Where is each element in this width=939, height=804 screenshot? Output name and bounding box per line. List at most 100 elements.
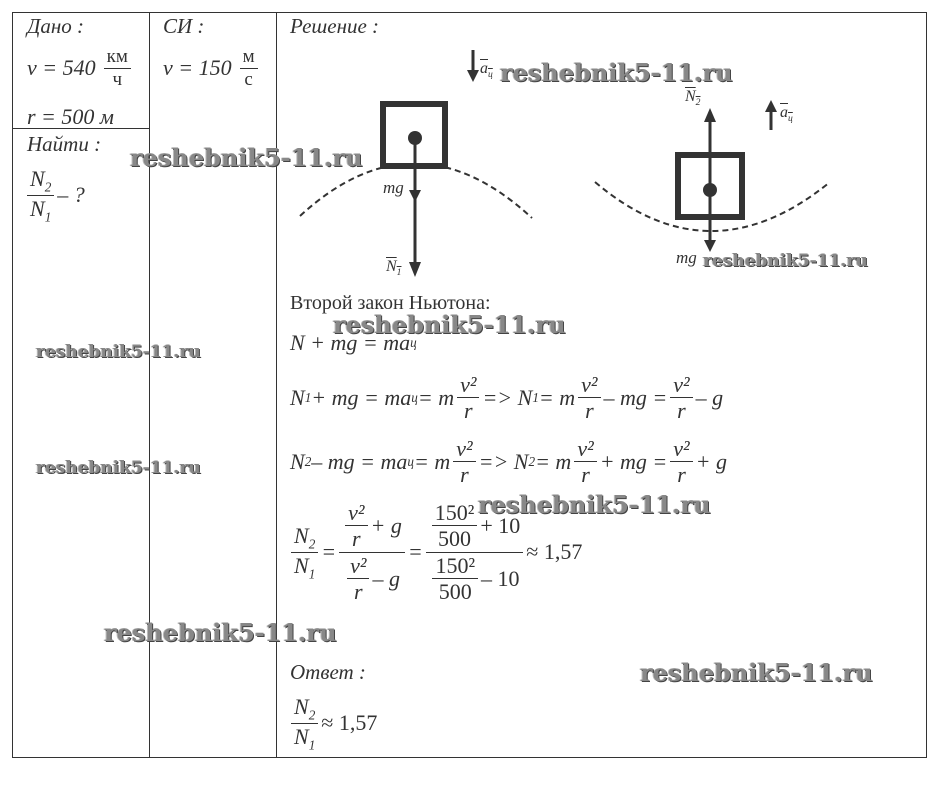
si-title: СИ : — [163, 14, 205, 38]
eq-text: – 10 — [481, 565, 520, 591]
num: v² — [670, 372, 693, 399]
watermark: reshebnik5-11.ru — [104, 618, 337, 647]
num: 150² — [431, 500, 478, 527]
eq-text: + g — [695, 448, 728, 474]
n-symbol: N — [294, 523, 309, 549]
num: v² — [453, 436, 476, 463]
sub: 1 — [308, 736, 316, 752]
find-title: Найти : — [27, 132, 102, 156]
num: v² — [347, 553, 370, 579]
given-title: Дано : — [27, 14, 85, 38]
table-border-bottom — [12, 757, 927, 758]
unit-den: ч — [112, 68, 123, 90]
num: v² — [670, 436, 693, 463]
accel-label-right: aц — [780, 104, 793, 124]
sub: ц — [488, 69, 493, 81]
n2-label: N2 — [685, 88, 700, 108]
result: ≈ 1,57 — [526, 539, 583, 565]
num: v² — [457, 372, 480, 399]
den: r — [353, 578, 363, 604]
num: N2 — [291, 523, 319, 553]
den: N1 — [291, 553, 318, 582]
eq-text: => N — [478, 448, 529, 474]
n-symbol: N — [685, 88, 696, 105]
eq-text: = m — [535, 448, 572, 474]
eq-text: – mg = ma — [311, 448, 408, 474]
n1-label: N1 — [386, 258, 401, 278]
sub: 1 — [308, 565, 316, 581]
eq-text: + mg = ma — [311, 384, 412, 410]
ratio-den: N1 — [27, 196, 54, 225]
watermark: reshebnik5-11.ru — [703, 251, 868, 271]
a-symbol: a — [480, 60, 488, 77]
accel-arrowhead-left — [467, 70, 479, 82]
arrowhead-n1 — [409, 262, 421, 277]
n-symbol: N — [386, 258, 397, 275]
sub: 1 — [396, 267, 402, 279]
table-border-top — [12, 12, 927, 13]
sub: ц — [410, 335, 417, 350]
eq-text: N + mg = ma — [290, 330, 411, 355]
den: 500 — [438, 526, 472, 552]
den: r — [677, 462, 686, 488]
eq-text: – g — [372, 565, 400, 591]
given-radius: r = 500 м — [27, 104, 114, 129]
eq-text: + mg = — [599, 448, 668, 474]
a-symbol: a — [780, 104, 788, 121]
den: r — [352, 526, 361, 552]
arrowhead-n2 — [704, 108, 716, 122]
num: v² — [574, 436, 597, 463]
den: r — [581, 462, 590, 488]
watermark: reshebnik5-11.ru — [500, 58, 733, 87]
newton-law-heading: Второй закон Ньютона: — [290, 292, 491, 314]
eq-text: = m — [538, 384, 576, 410]
unit-num: км — [103, 46, 131, 69]
eq-text: + g — [370, 513, 402, 539]
eq-text: N — [290, 384, 305, 410]
sub: 2 — [304, 453, 312, 469]
n-symbol: N — [294, 694, 309, 719]
sub: 1 — [44, 208, 52, 224]
ratio-num: N2 — [27, 166, 55, 196]
watermark: reshebnik5-11.ru — [130, 143, 363, 172]
sub: ц — [411, 389, 418, 405]
eq-text: => N — [482, 384, 533, 410]
equals: = — [321, 539, 337, 565]
column-divider-2 — [276, 12, 277, 758]
eq-text: N — [290, 448, 305, 474]
sub: 1 — [532, 389, 539, 405]
arrowhead-mg-left — [409, 190, 421, 202]
den: r — [585, 398, 594, 424]
table-border-left — [12, 12, 13, 758]
sub: 2 — [308, 536, 316, 552]
watermark: reshebnik5-11.ru — [36, 342, 201, 362]
unit-den: с — [244, 68, 253, 90]
den: r — [677, 398, 686, 424]
concave-road-arc — [594, 181, 831, 232]
num: v² — [345, 500, 368, 527]
eq-text: = m — [417, 384, 455, 410]
n-symbol: N — [30, 195, 45, 221]
answer-title: Ответ : — [290, 660, 366, 684]
sub: 2 — [308, 707, 316, 723]
si-speed-value: v = 150 — [163, 55, 232, 81]
arrowhead-mg-right — [704, 240, 716, 252]
